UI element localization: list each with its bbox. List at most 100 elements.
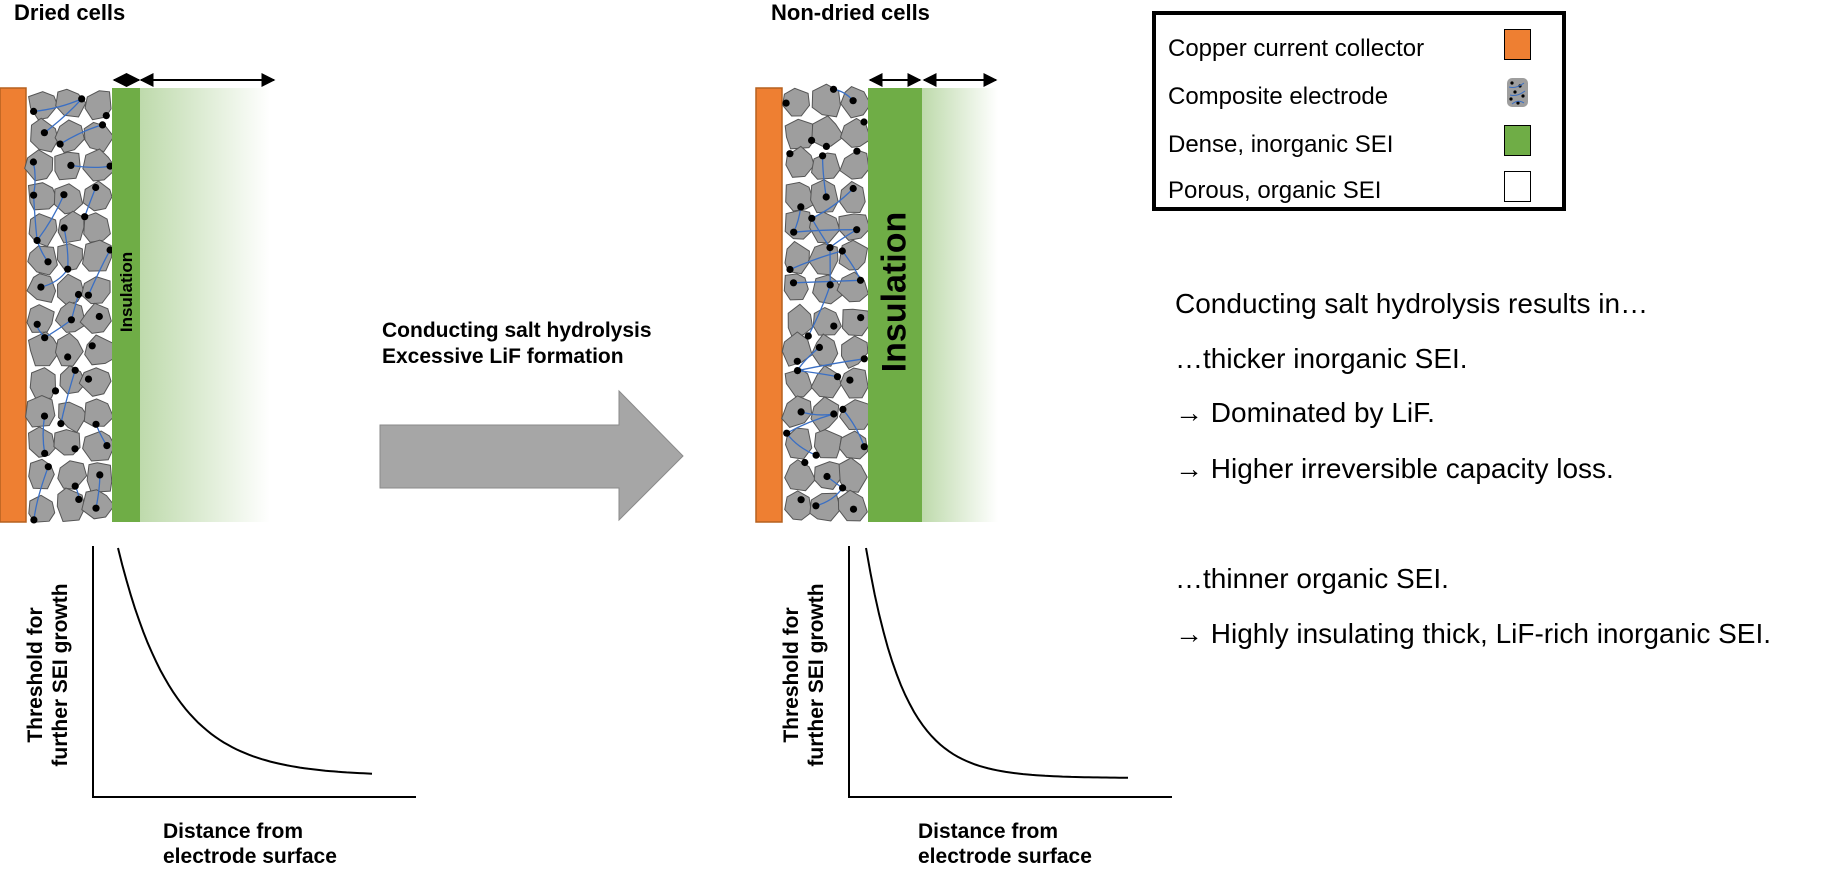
electrode-particle [840,400,872,430]
non-dried-composite-electrode [782,84,872,521]
electrode-particle [840,150,869,179]
carbon-additive-dot [64,266,71,273]
dried-cells-title: Dried cells [14,2,125,24]
carbon-additive-dot [99,121,106,128]
carbon-additive-dot [44,258,51,265]
non-dried-y-label-line-1: Threshold for [779,583,804,766]
carbon-additive-dot [794,367,801,374]
legend-swatch-porous [1504,171,1531,202]
dried-porous-sei [140,88,270,522]
carbon-additive-dot [30,158,37,165]
electrode-particle [27,305,54,333]
carbon-additive-dot [783,100,790,107]
carbon-additive-dot [860,118,867,125]
electrode-particle [85,335,114,365]
carbon-additive-dot [830,323,837,330]
carbon-additive-dot [96,313,103,320]
carbon-additive-dot [790,229,797,236]
carbon-additive-dot [850,506,857,513]
electrode-particle [842,336,868,368]
non-dried-y-label-line-2: further SEI growth [804,583,829,766]
dried-composite-electrode [25,89,117,523]
carbon-additive-dot [75,291,82,298]
statement-dominated-lif: → Dominated by LiF. [1175,399,1435,427]
dried-copper-collector [0,88,26,522]
carbon-additive-dot [92,421,99,428]
carbon-additive-dot [41,413,48,420]
electrode-particle [843,309,869,335]
carbon-additive-dot [805,332,812,339]
carbon-additive-dot [786,266,793,273]
carbon-additive-dot [839,406,846,413]
carbon-additive-dot [808,137,815,144]
carbon-additive-dot [72,367,79,374]
carbon-additive-dot [41,334,48,341]
non-dried-threshold-plot [848,546,1172,797]
electrode-particle [840,368,868,398]
electrode-particle [25,150,53,181]
carbon-additive-dot [34,237,41,244]
carbon-additive-dot [30,108,37,115]
statement-intro: Conducting salt hydrolysis results in… [1175,290,1648,318]
non-dried-porous-sei [922,88,998,522]
carbon-additive-dot [797,203,804,210]
carbon-additive-dot [103,442,110,449]
carbon-additive-dot [823,193,830,200]
carbon-additive-dot [798,496,805,503]
legend-label-dense: Dense, inorganic SEI [1168,133,1393,157]
carbon-additive-dot [81,213,88,220]
dried-y-label-line-1: Threshold for [23,583,48,766]
electrode-particle [28,246,58,275]
carbon-additive-dot [71,445,78,452]
carbon-additive-dot [850,97,857,104]
electrode-particle [837,272,868,302]
carbon-additive-dot [853,226,860,233]
electrode-particle [785,119,815,149]
carbon-additive-dot [783,430,790,437]
carbon-additive-dot [786,150,793,157]
carbon-additive-dot [61,224,68,231]
carbon-additive-dot [89,342,96,349]
carbon-additive-dot [57,420,64,427]
carbon-additive-dot [103,112,110,119]
electrode-particle [29,92,58,120]
electrode-particle [838,490,867,521]
carbon-additive-dot [823,473,830,480]
carbon-additive-dot [857,277,864,284]
legend-label-copper: Copper current collector [1168,37,1424,61]
non-dried-threshold-curve [866,548,1128,778]
carbon-additive-dot [823,143,830,150]
carbon-additive-dot [34,321,41,328]
carbon-additive-dot [839,247,846,254]
legend-swatch-dense [1504,125,1531,156]
electrode-particle [785,491,812,520]
electrode-particle [785,460,816,491]
legend-box: Copper current collector Composite elect… [1152,11,1566,211]
carbon-additive-dot [85,292,92,299]
carbon-additive-dot [850,185,857,192]
carbon-additive-dot [827,281,834,288]
carbon-additive-dot [813,452,820,459]
carbon-additive-dot [790,279,797,286]
carbon-additive-dot [72,483,79,490]
legend-swatch-composite [1504,77,1531,108]
carbon-additive-dot [60,191,67,198]
legend-label-composite: Composite electrode [1168,85,1388,109]
carbon-additive-dot [839,484,846,491]
electrode-particle [54,184,82,214]
carbon-additive-dot [816,344,823,351]
carbon-additive-dot [52,387,59,394]
dried-plot-x-label: Distance from electrode surface [163,819,337,869]
electrode-particle [84,399,113,426]
non-dried-cells-title: Non-dried cells [771,2,930,24]
carbon-additive-dot [846,377,853,384]
carbon-additive-dot [826,244,833,251]
statement-thinner-organic: …thinner organic SEI. [1175,565,1449,593]
electrode-particle [784,274,808,300]
dried-x-label-line-2: electrode surface [163,844,337,869]
process-line-1: Conducting salt hydrolysis [382,318,652,344]
carbon-additive-dot [857,314,864,321]
non-dried-plot-y-label: Threshold for further SEI growth [779,583,829,766]
carbon-additive-dot [808,215,815,222]
electrode-particle [30,368,55,400]
